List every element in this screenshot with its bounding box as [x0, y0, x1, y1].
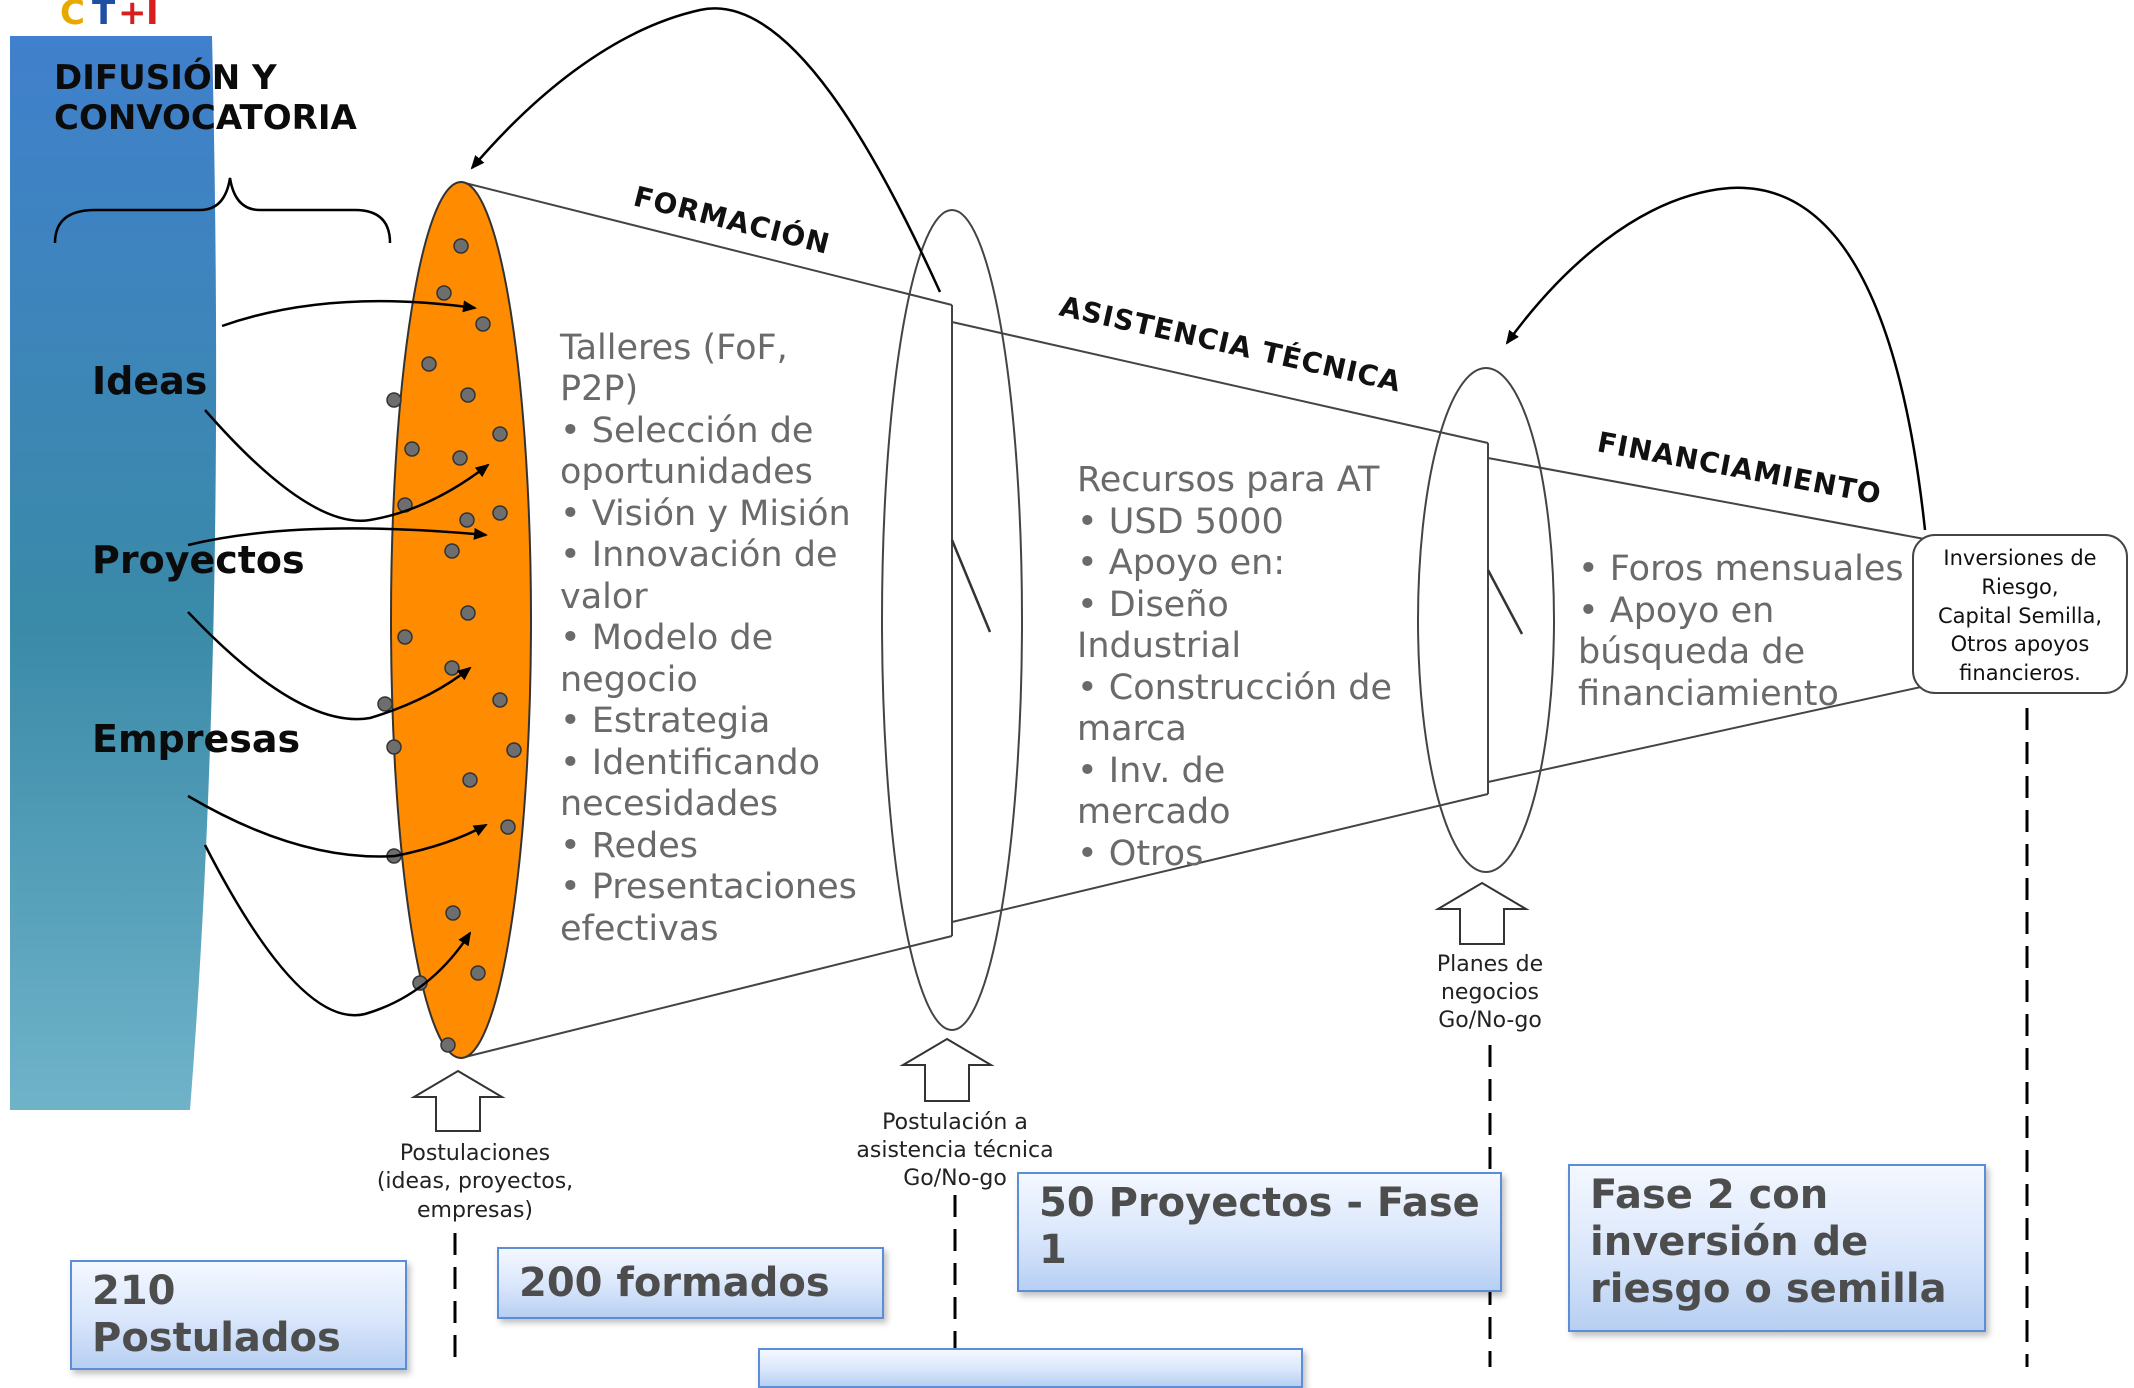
- formacion-line: • Presentaciones: [560, 867, 857, 907]
- gate-asistencia-line: Postulación a: [882, 1110, 1028, 1135]
- dashed-lines: [453, 708, 2029, 1367]
- source-proyectos: Proyectos: [92, 538, 305, 582]
- up-arrow-planes: [1434, 881, 1530, 945]
- formacion-line: • Innovación de: [560, 535, 837, 575]
- up-arrow-postulaciones: [410, 1069, 506, 1132]
- logo-letter-plus: +: [118, 0, 147, 33]
- asistencia-line: • Apoyo en:: [1077, 543, 1285, 583]
- asistencia-line: • USD 5000: [1077, 502, 1284, 542]
- asistencia-line: marca: [1077, 709, 1187, 749]
- investment-line: Otros apoyos: [1951, 632, 2090, 656]
- financiamiento-gate-ring: [1417, 367, 1555, 873]
- formacion-line: necesidades: [560, 784, 778, 824]
- stage-asistencia: ASISTENCIA TÉCNICA: [1056, 289, 1404, 399]
- callout-fase2: Fase 2 con inversión de riesgo o semilla: [1568, 1164, 1986, 1332]
- source-arrows: [187, 299, 490, 1017]
- feedback-arrow-1: [470, 7, 942, 293]
- callout-formados-text: 200 formados: [519, 1260, 830, 1306]
- brace: [53, 177, 392, 244]
- funnel-outline: [460, 181, 1931, 1059]
- investment-line: Riesgo,: [1981, 575, 2058, 599]
- stage-formacion: FORMACIÓN: [630, 179, 833, 261]
- callout-fase1-text: 50 Proyectos - Fase 1: [1039, 1180, 1480, 1273]
- financiamiento-line: • Foros mensuales: [1578, 549, 1904, 589]
- investment-line: Capital Semilla,: [1938, 604, 2102, 628]
- formacion-line: efectivas: [560, 909, 718, 949]
- investment-box: Inversiones de Riesgo, Capital Semilla, …: [1912, 534, 2128, 694]
- callout-partial: [758, 1348, 1303, 1388]
- callout-postulados-text: 210 Postulados: [92, 1268, 341, 1361]
- asistencia-line: Industrial: [1077, 626, 1241, 666]
- sidebar-band: [10, 36, 217, 1110]
- financiamiento-list: • Foros mensuales • Apoyo en búsqueda de…: [1578, 549, 1904, 714]
- callout-formados: 200 formados: [497, 1247, 884, 1319]
- financiamiento-line: financiamiento: [1578, 674, 1839, 714]
- formacion-line: • Redes: [560, 826, 698, 866]
- logo-letter-i: I: [146, 0, 159, 33]
- logo-letter-c: C: [60, 0, 85, 33]
- asistencia-line: mercado: [1077, 792, 1231, 832]
- asistencia-line: • Otros: [1077, 834, 1203, 874]
- formacion-line: • Estrategia: [560, 701, 770, 741]
- gate-postulaciones-line: (ideas, proyectos,: [377, 1169, 573, 1194]
- header-line1: DIFUSIÓN Y: [54, 57, 277, 98]
- formacion-line: • Identificando: [560, 743, 820, 783]
- source-ideas: Ideas: [92, 359, 207, 403]
- asistencia-gate-ring: [881, 209, 1023, 1031]
- callout-postulados: 210 Postulados: [70, 1260, 407, 1370]
- asistencia-line: • Construcción de: [1077, 668, 1392, 708]
- investment-line: financieros.: [1959, 661, 2081, 685]
- asistencia-line: Recursos para AT: [1077, 460, 1380, 500]
- up-arrow-asistencia: [899, 1037, 995, 1102]
- formacion-line: valor: [560, 577, 648, 617]
- formacion-line: P2P): [560, 369, 638, 409]
- logo-letter-t: T: [92, 0, 116, 33]
- gate-postulaciones-line: Postulaciones: [400, 1141, 550, 1166]
- feedback-arrow-2: [1505, 186, 1927, 531]
- financiamiento-line: • Apoyo en: [1578, 591, 1774, 631]
- formacion-line: negocio: [560, 660, 698, 700]
- gate-postulaciones-line: empresas): [417, 1198, 533, 1223]
- formacion-line: Talleres (FoF,: [559, 328, 788, 368]
- gate-planes-line: negocios: [1441, 980, 1539, 1005]
- gate-planes-line: Planes de: [1437, 952, 1543, 977]
- callout-fase1: 50 Proyectos - Fase 1: [1017, 1172, 1502, 1292]
- formacion-list: Talleres (FoF, P2P) • Selección de oport…: [559, 328, 857, 949]
- formacion-line: oportunidades: [560, 452, 813, 492]
- asistencia-line: • Diseño: [1077, 585, 1229, 625]
- asistencia-line: • Inv. de: [1077, 751, 1225, 791]
- formacion-line: • Selección de: [560, 411, 813, 451]
- stage-financiamiento: FINANCIAMIENTO: [1595, 425, 1885, 511]
- source-empresas: Empresas: [92, 717, 300, 761]
- header-line2: CONVOCATORIA: [54, 98, 357, 138]
- financiamiento-line: búsqueda de: [1578, 632, 1805, 672]
- callout-fase2-text: Fase 2 con inversión de riesgo o semilla: [1590, 1172, 1947, 1312]
- applicant-dots: [377, 238, 522, 1053]
- gate-asistencia-line: Go/No-go: [903, 1166, 1007, 1191]
- formacion-line: • Visión y Misión: [560, 494, 851, 534]
- funnel-entrance: [390, 181, 532, 1059]
- gate-asistencia-line: asistencia técnica: [856, 1138, 1053, 1163]
- asistencia-list: Recursos para AT • USD 5000 • Apoyo en: …: [1077, 460, 1392, 874]
- formacion-line: • Modelo de: [560, 618, 773, 658]
- logo: C T + I: [60, 0, 159, 33]
- investment-line: Inversiones de: [1943, 546, 2096, 570]
- gate-planes-line: Go/No-go: [1438, 1008, 1542, 1033]
- gate-switches: [950, 539, 1524, 635]
